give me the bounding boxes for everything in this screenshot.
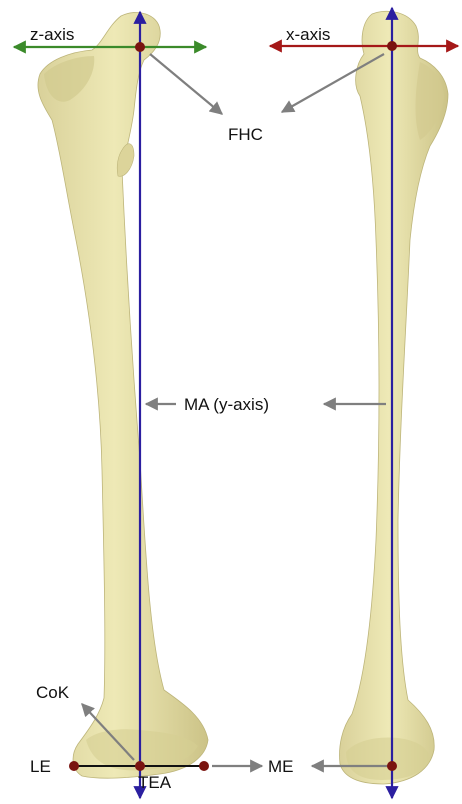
- fhc-pointer-left: [150, 54, 222, 114]
- cok-label: CoK: [36, 683, 70, 702]
- fhc-point-right: [387, 41, 397, 51]
- fhc-label: FHC: [228, 125, 263, 144]
- tea-label: TEA: [138, 773, 172, 792]
- ma-label: MA (y-axis): [184, 395, 269, 414]
- me-label: ME: [268, 757, 294, 776]
- me-point-left: [199, 761, 209, 771]
- fhc-point-left: [135, 42, 145, 52]
- left-femur: [38, 12, 208, 778]
- x-axis-label: x-axis: [286, 25, 330, 44]
- le-label: LE: [30, 757, 51, 776]
- cok-point: [135, 761, 145, 771]
- me-point-right: [387, 761, 397, 771]
- le-point: [69, 761, 79, 771]
- z-axis-label: z-axis: [30, 25, 74, 44]
